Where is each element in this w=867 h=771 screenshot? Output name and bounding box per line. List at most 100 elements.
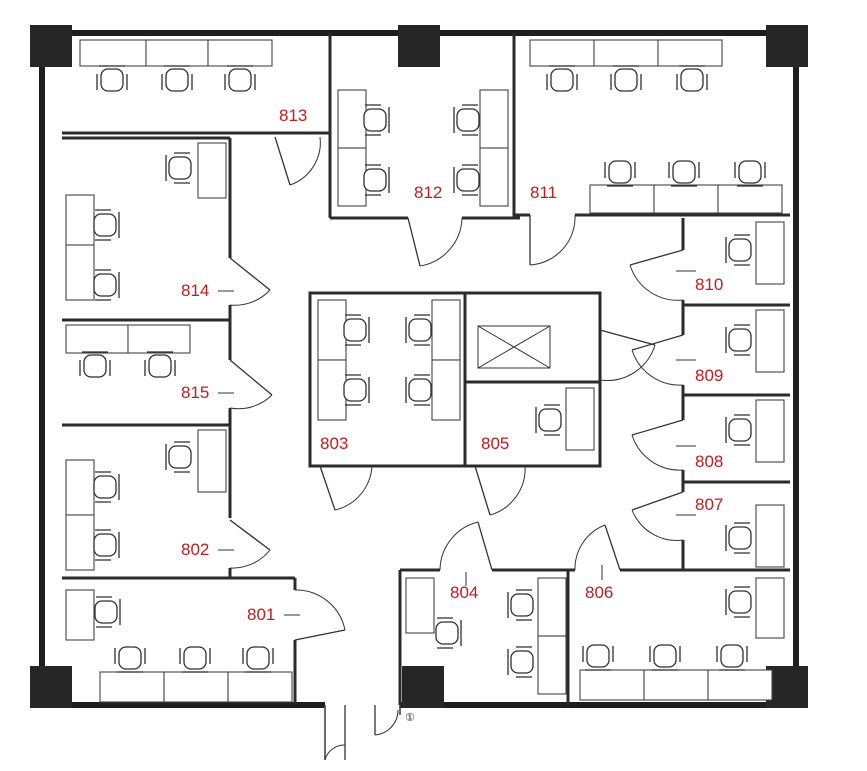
desk bbox=[65, 324, 129, 354]
desk bbox=[317, 359, 347, 421]
desk bbox=[657, 39, 723, 67]
desk bbox=[207, 39, 273, 67]
column bbox=[402, 666, 444, 708]
desk bbox=[707, 669, 773, 701]
chair-icon bbox=[725, 234, 752, 266]
chair-icon bbox=[93, 209, 120, 241]
chair-icon bbox=[405, 374, 432, 406]
chair-icon bbox=[93, 471, 120, 503]
room-label: 806 bbox=[585, 583, 613, 602]
chair-icon bbox=[734, 160, 766, 187]
furniture bbox=[65, 39, 785, 703]
room-label: 815 bbox=[181, 383, 209, 402]
chair-icon bbox=[79, 351, 111, 378]
chair-icon bbox=[165, 441, 192, 473]
desk bbox=[755, 504, 785, 568]
chair-icon bbox=[725, 414, 752, 446]
desk bbox=[197, 142, 227, 199]
room-label: 811 bbox=[530, 183, 557, 202]
desk bbox=[593, 39, 659, 67]
room-label: 803 bbox=[320, 434, 348, 453]
desk bbox=[65, 194, 95, 246]
shaft bbox=[477, 325, 551, 369]
column bbox=[398, 25, 440, 67]
column bbox=[30, 25, 72, 67]
desk bbox=[65, 589, 95, 641]
chair-icon bbox=[725, 324, 752, 356]
column bbox=[30, 666, 72, 708]
doors bbox=[229, 136, 684, 761]
desk bbox=[537, 577, 567, 637]
desk bbox=[755, 309, 785, 373]
chair-icon bbox=[604, 160, 636, 187]
desk bbox=[337, 89, 367, 149]
chair-icon bbox=[363, 164, 390, 196]
desk bbox=[479, 147, 509, 207]
desk bbox=[529, 39, 595, 67]
desk bbox=[755, 577, 785, 639]
desk bbox=[405, 577, 435, 634]
room-label: 813 bbox=[279, 106, 307, 125]
chair-icon bbox=[144, 351, 176, 378]
chair-icon bbox=[546, 65, 578, 92]
chair-icon bbox=[453, 104, 480, 136]
desk bbox=[197, 429, 227, 493]
room-label: 810 bbox=[695, 275, 723, 294]
column bbox=[766, 666, 808, 708]
room-label: 808 bbox=[695, 452, 723, 471]
chair-icon bbox=[535, 404, 562, 436]
chair-icon bbox=[405, 314, 432, 346]
chair-icon bbox=[343, 374, 370, 406]
room-label: 814 bbox=[181, 281, 209, 300]
desk bbox=[65, 459, 95, 516]
desk bbox=[145, 39, 209, 67]
chair-icon bbox=[610, 65, 642, 92]
chair-icon bbox=[161, 65, 193, 92]
interior-walls bbox=[62, 33, 790, 760]
room-label: 802 bbox=[181, 540, 209, 559]
chair-icon bbox=[179, 646, 211, 673]
chair-icon bbox=[725, 522, 752, 554]
chair-icon bbox=[725, 586, 752, 618]
chair-icon bbox=[363, 104, 390, 136]
chair-icon bbox=[96, 65, 128, 92]
chair-icon bbox=[114, 646, 146, 673]
desk bbox=[755, 221, 785, 285]
desk bbox=[227, 671, 293, 703]
desk bbox=[537, 635, 567, 695]
desk bbox=[431, 299, 461, 361]
room-label: 809 bbox=[695, 366, 723, 385]
room-label: 801 bbox=[247, 605, 275, 624]
desk bbox=[79, 39, 147, 67]
chair-icon bbox=[242, 646, 274, 673]
desk bbox=[479, 89, 509, 149]
desk bbox=[99, 671, 165, 703]
chair-icon bbox=[582, 644, 614, 671]
room-label: 812 bbox=[414, 183, 442, 202]
desk bbox=[317, 299, 347, 361]
room-labels: 813 812 811 814 810 815 809 803 805 808 … bbox=[181, 106, 723, 724]
column bbox=[766, 25, 808, 67]
desk bbox=[337, 147, 367, 207]
desk bbox=[163, 671, 229, 703]
chair-icon bbox=[343, 314, 370, 346]
desk bbox=[755, 399, 785, 463]
chair-icon bbox=[668, 160, 700, 187]
chair-icon bbox=[507, 589, 534, 621]
desk bbox=[643, 669, 709, 701]
structural-columns bbox=[30, 25, 808, 708]
desk bbox=[565, 387, 595, 451]
room-label: 807 bbox=[695, 495, 723, 514]
chair-icon bbox=[676, 65, 708, 92]
chair-icon bbox=[94, 596, 121, 628]
chair-icon bbox=[93, 269, 120, 301]
chair-icon bbox=[716, 644, 748, 671]
chair-icon bbox=[649, 644, 681, 671]
chair-icon bbox=[165, 152, 192, 184]
desk bbox=[717, 184, 783, 214]
chair-icon bbox=[453, 164, 480, 196]
room-label: 804 bbox=[450, 583, 478, 602]
desk bbox=[579, 669, 645, 701]
chair-icon bbox=[93, 529, 120, 561]
